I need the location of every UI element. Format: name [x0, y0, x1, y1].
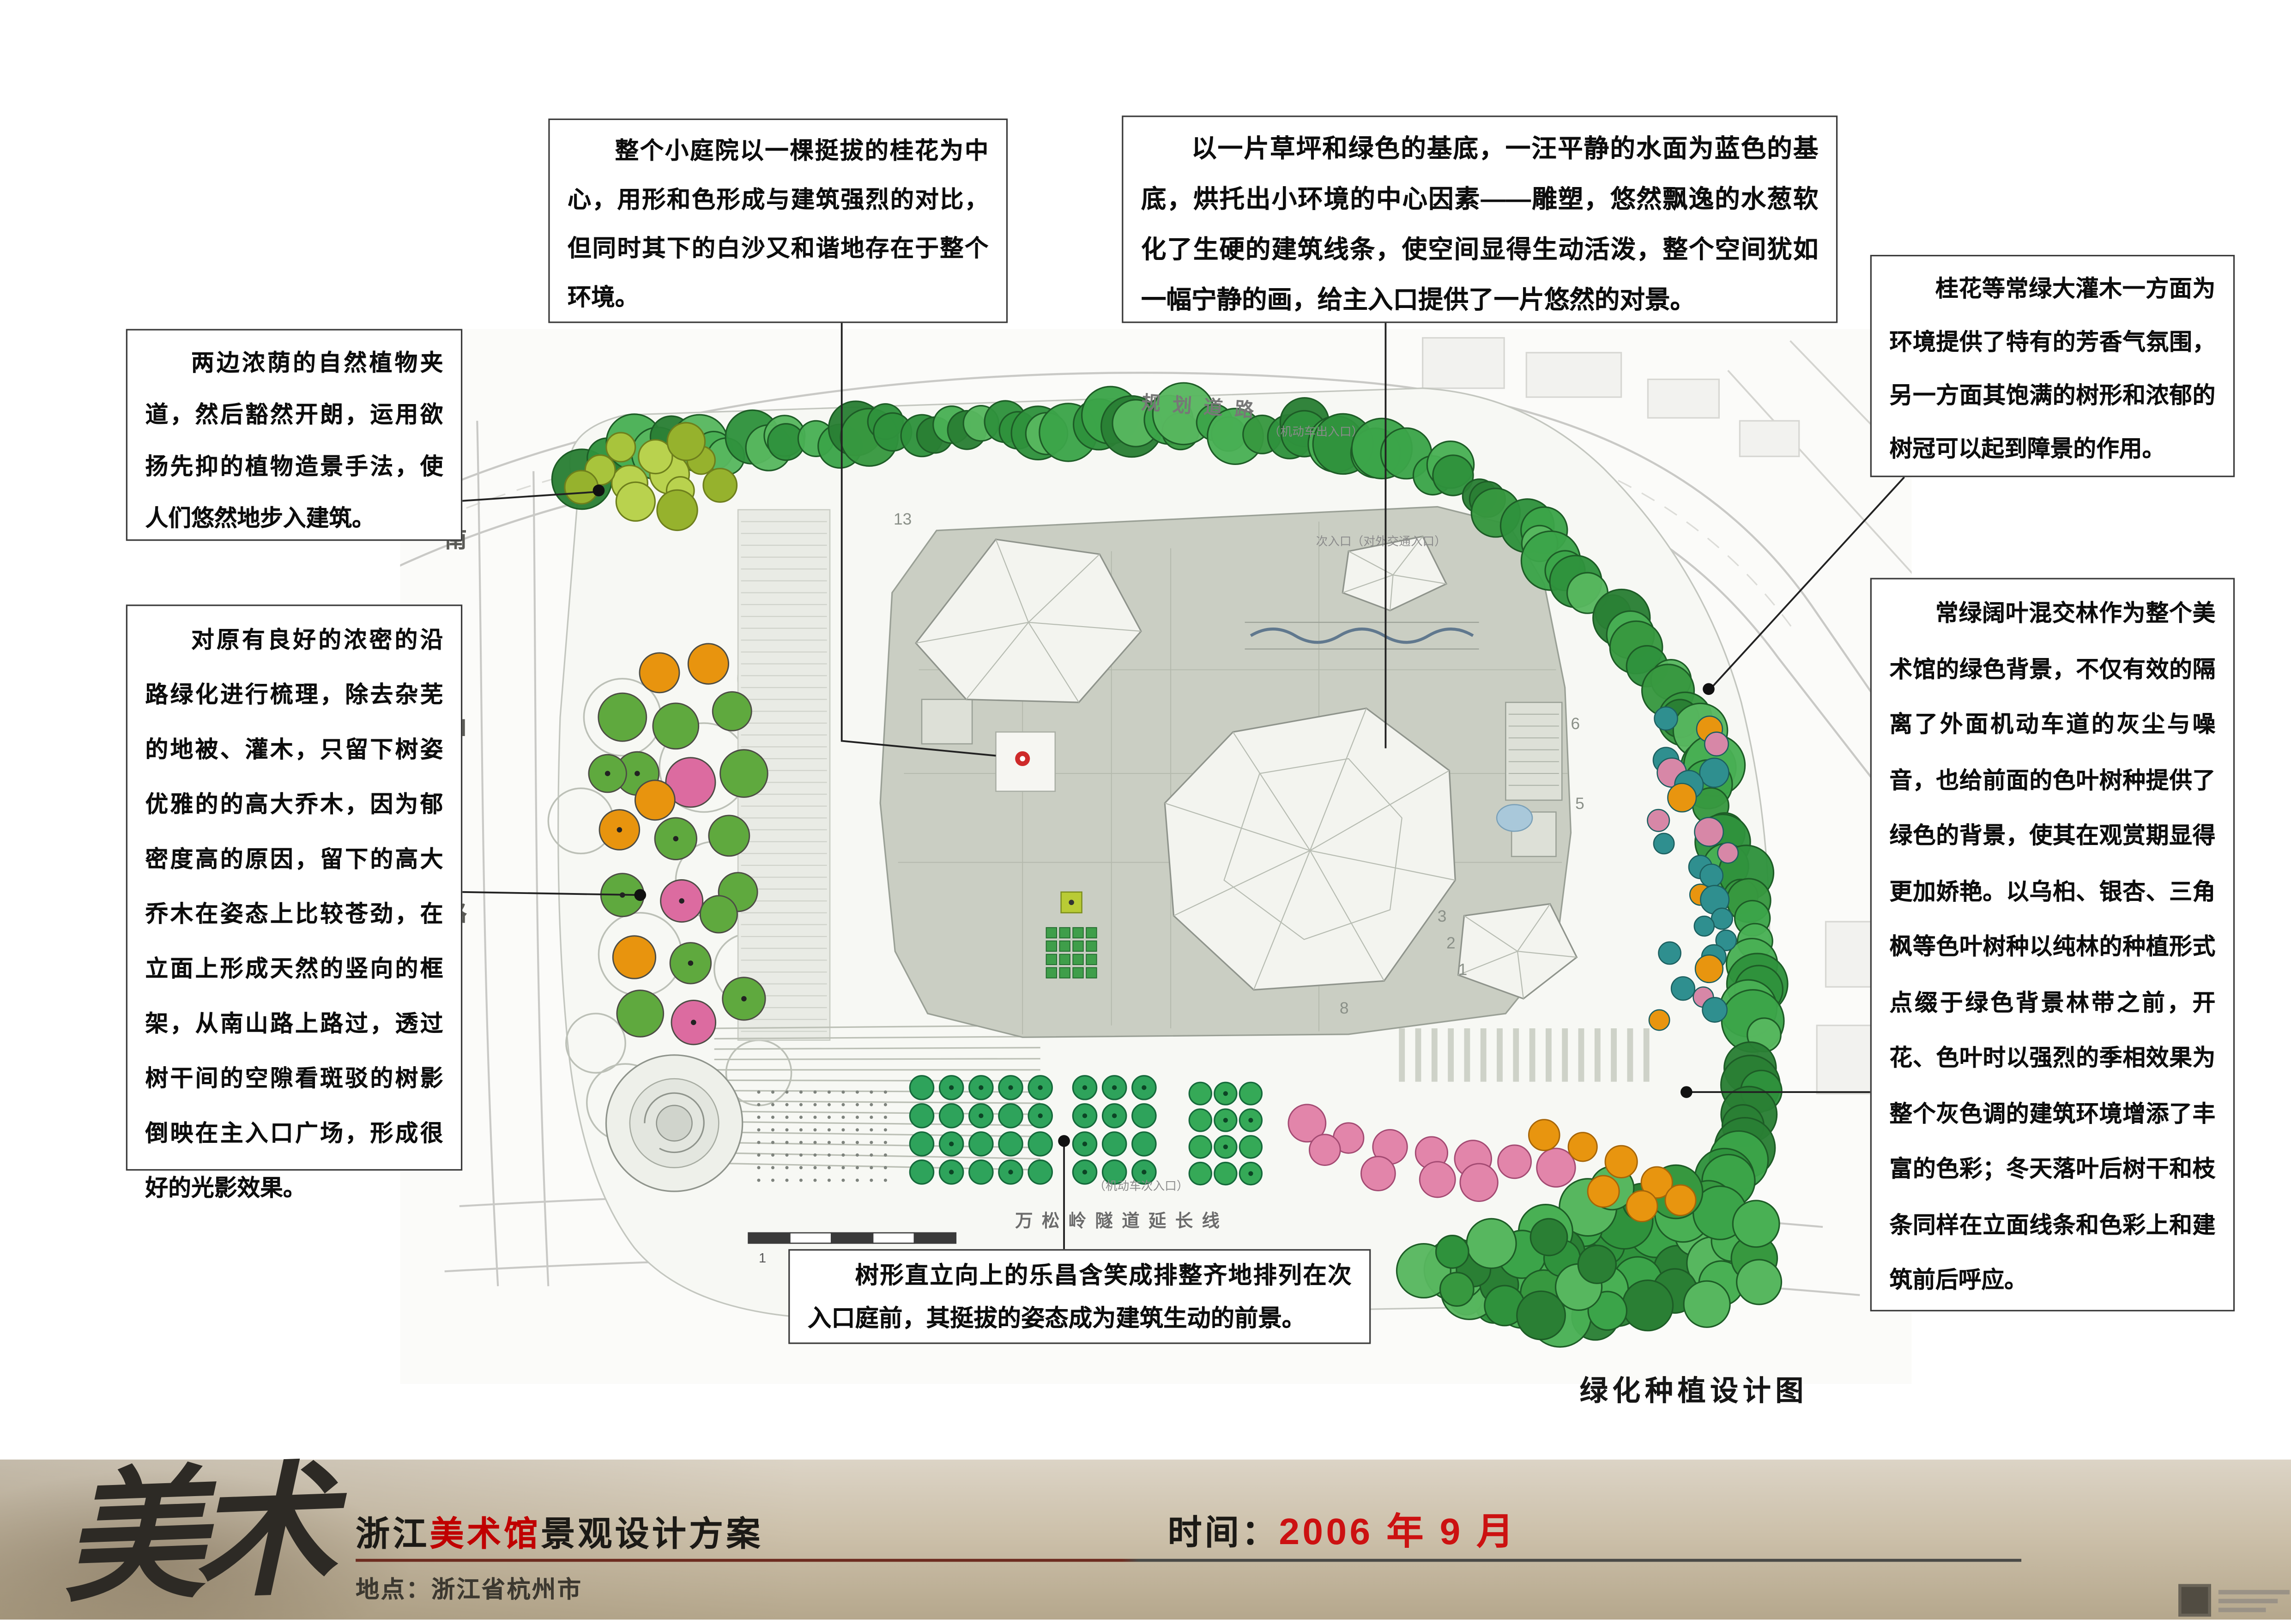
- annotation-text: 常绿阔叶混交林作为整个美术馆的绿色背景，不仅有效的隔离了外面机动车道的灰尘与噪音…: [1889, 601, 2216, 1294]
- footer-band: 美术 浙江美术馆景观设计方案 时间：2006 年 9 月 地点：浙江省杭州市: [0, 1446, 2291, 1623]
- side-entrance-label: 次入口（对外交通入口）: [1316, 535, 1446, 548]
- annotation-text: 以一片草坪和绿色的基底，一汪平静的水面为蓝色的基底，烘托出小环境的中心因素——雕…: [1141, 135, 1819, 314]
- time-value: 2006 年 9 月: [1279, 1511, 1517, 1553]
- annotation-background-forest: 常绿阔叶混交林作为整个美术馆的绿色背景，不仅有效的隔离了外面机动车道的灰尘与噪音…: [1870, 578, 2235, 1311]
- plan-number-3: 3: [1438, 907, 1447, 925]
- scale-number-1: 1: [759, 1251, 766, 1266]
- annotation-text: 对原有良好的浓密的沿路绿化进行梳理，除去杂芜的地被、灌木，只留下树姿优雅的的高大…: [145, 628, 443, 1202]
- annotation-text: 树形直立向上的乐昌含笑成排整齐地排列在次入口庭前，其挺拔的姿态成为建筑生动的前景…: [807, 1264, 1352, 1332]
- annotation-text: 桂花等常绿大灌木一方面为环境提供了特有的芳香气氛围，另一方面其饱满的树形和浓郁的…: [1889, 277, 2216, 463]
- vehicle-side-entrance-label: （机动车次入口）: [1094, 1179, 1188, 1193]
- road-label-tunnel: 万松岭隧道延长线: [1015, 1211, 1228, 1231]
- plan-number-8: 8: [1340, 999, 1349, 1017]
- site-plan: 规划道路 （机动车出入口） 次入口（对外交通入口） （机动车次入口） 万松岭隧道…: [400, 329, 1912, 1384]
- annotation-approach: 两边浓荫的自然植物夹道，然后豁然开朗，运用欲扬先抑的植物造景手法，使人们悠然地步…: [126, 329, 463, 541]
- annotation-lawn-water: 以一片草坪和绿色的基底，一汪平静的水面为蓝色的基底，烘托出小环境的中心因素——雕…: [1122, 115, 1838, 323]
- footer-rule: [356, 1558, 2022, 1562]
- project-time: 时间：2006 年 9 月: [1168, 1503, 1517, 1556]
- college-logo-mark: [2178, 1584, 2211, 1617]
- college-logo-text-lines: [2218, 1585, 2290, 1616]
- annotation-osmanthus: 桂花等常绿大灌木一方面为环境提供了特有的芳香气氛围，另一方面其饱满的树形和浓郁的…: [1870, 254, 2235, 477]
- plan-number-13: 13: [894, 510, 912, 528]
- annotation-roadside: 对原有良好的浓密的沿路绿化进行梳理，除去杂芜的地被、灌木，只留下树姿优雅的的高大…: [126, 604, 463, 1201]
- title-part2: 景观设计方案: [541, 1514, 763, 1553]
- plan-number-6: 6: [1571, 715, 1580, 733]
- title-part1: 浙江: [356, 1514, 430, 1553]
- drawing-caption: 绿化种植设计图: [1579, 1376, 1808, 1408]
- plan-number-5: 5: [1575, 795, 1584, 813]
- calligraphy-logo: 美术: [59, 1446, 326, 1623]
- annotation-text: 整个小庭院以一棵挺拔的桂花为中心，用形和色形成与建筑强烈的对比，但同时其下的白沙…: [568, 139, 989, 311]
- plan-number-2: 2: [1446, 934, 1456, 952]
- annotation-michelia: 树形直立向上的乐昌含笑成排整齐地排列在次入口庭前，其挺拔的姿态成为建筑生动的前景…: [788, 1249, 1371, 1344]
- annotation-courtyard: 整个小庭院以一棵挺拔的桂花为中心，用形和色形成与建筑强烈的对比，但同时其下的白沙…: [548, 118, 1008, 323]
- annotation-text: 两边浓荫的自然植物夹道，然后豁然开朗，运用欲扬先抑的植物造景手法，使人们悠然地步…: [145, 351, 443, 532]
- plan-drawing-layer: [400, 329, 1912, 1384]
- plan-number-1: 1: [1458, 961, 1468, 979]
- project-title: 浙江美术馆景观设计方案: [356, 1505, 763, 1556]
- vehicle-exit-label: （机动车出入口）: [1269, 425, 1363, 438]
- time-label: 时间：: [1167, 1513, 1279, 1552]
- title-red: 美术馆: [429, 1514, 541, 1553]
- college-logo: [2178, 1584, 2290, 1617]
- project-location: 地点：浙江省杭州市: [356, 1578, 583, 1604]
